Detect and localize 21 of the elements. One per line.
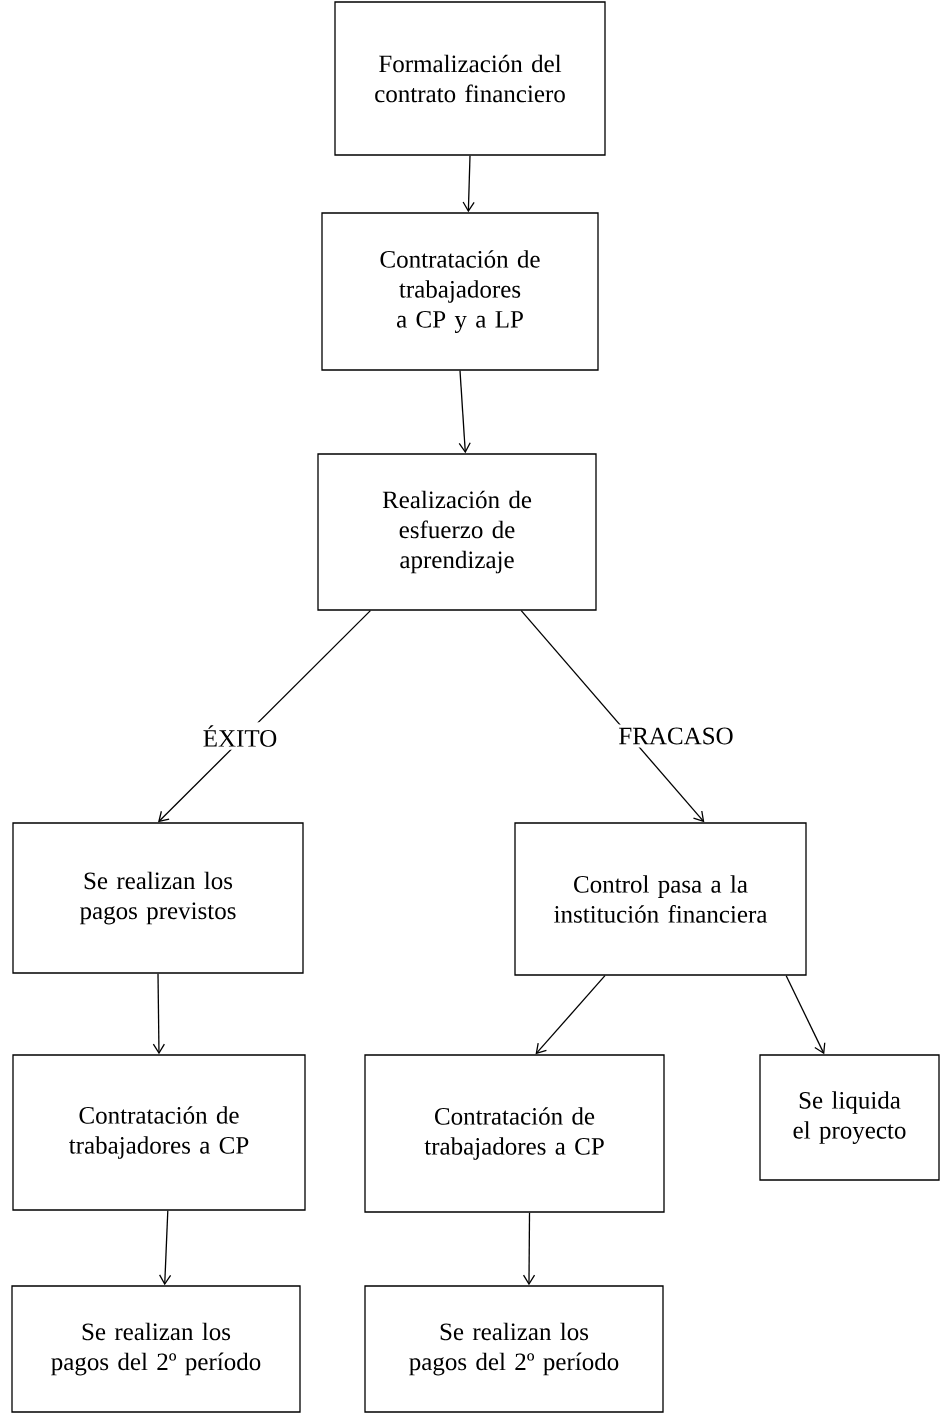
edge-label: ÉXITO bbox=[199, 722, 281, 750]
process-box: Se realizan los pagos previstos bbox=[12, 822, 304, 974]
arrow bbox=[535, 975, 606, 1055]
arrow bbox=[462, 155, 475, 213]
arrow bbox=[785, 975, 826, 1055]
process-box: Se realizan los pagos del 2º período bbox=[364, 1285, 664, 1413]
process-box: Se liquida el proyecto bbox=[759, 1054, 940, 1181]
process-box: Se realizan los pagos del 2º período bbox=[11, 1285, 301, 1413]
process-box: Control pasa a la institución financiera bbox=[514, 822, 807, 976]
process-box: Realización de esfuerzo de aprendizaje bbox=[317, 453, 597, 611]
arrow bbox=[158, 610, 372, 823]
arrow bbox=[152, 973, 165, 1055]
arrow bbox=[520, 610, 705, 823]
process-box: Contratación de trabajadores a CP bbox=[12, 1054, 306, 1211]
arrow bbox=[522, 1212, 536, 1286]
process-box: Formalización del contrato financiero bbox=[334, 1, 606, 156]
arrow bbox=[158, 1210, 172, 1286]
arrow bbox=[458, 370, 471, 454]
edge-label: FRACASO bbox=[615, 724, 737, 748]
process-box: Contratación de trabajadores a CP bbox=[364, 1054, 665, 1213]
process-box: Contratación de trabajadores a CP y a LP bbox=[321, 212, 599, 371]
